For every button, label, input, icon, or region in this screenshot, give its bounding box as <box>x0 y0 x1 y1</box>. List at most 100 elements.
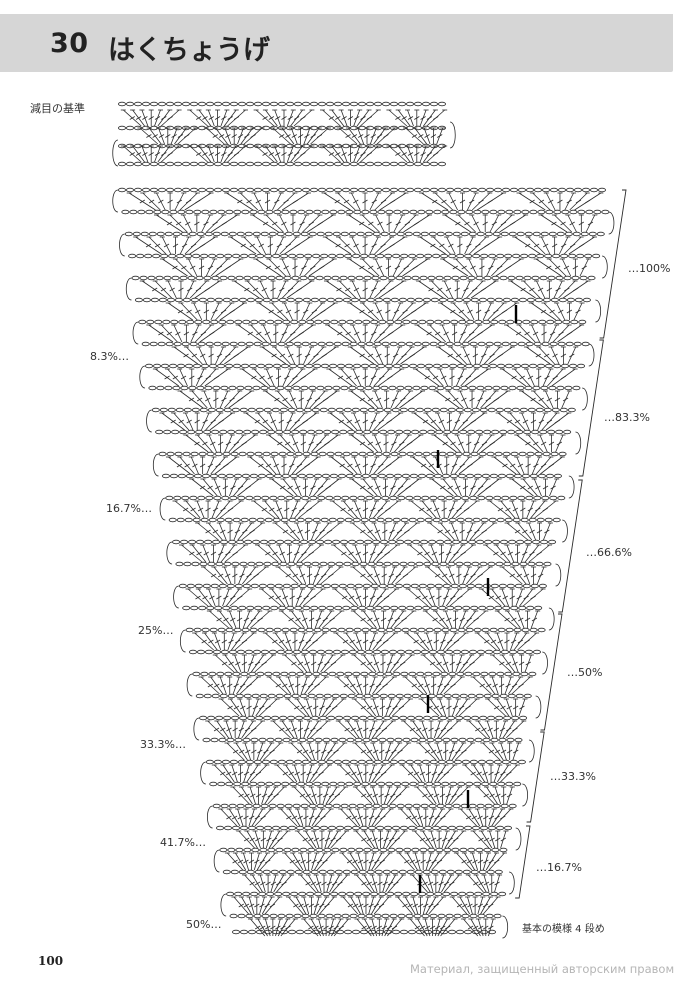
stitch-crossbar <box>380 617 387 622</box>
stitch-crossbar <box>285 727 291 732</box>
stitch-crossbar <box>281 463 287 468</box>
stitch-crossbar <box>360 573 366 578</box>
stitch-crossbar <box>284 375 290 380</box>
chain-stitch <box>343 715 352 721</box>
stitch-crossbar <box>455 749 461 754</box>
stitch-crossbar <box>487 199 493 204</box>
stitch-crossbar <box>172 375 179 380</box>
chain-stitch <box>395 429 404 435</box>
chain-stitch <box>158 451 167 457</box>
chain-row <box>195 693 532 699</box>
stitch-crossbar <box>426 639 433 644</box>
stitch-crossbar <box>238 793 244 798</box>
chain-stitch <box>165 187 174 193</box>
chain-stitch <box>298 583 307 589</box>
stitch-crossbar <box>229 309 235 314</box>
chain-stitch <box>528 517 537 523</box>
chain-stitch <box>576 253 585 259</box>
chain-stitch <box>244 231 253 237</box>
chain-stitch <box>429 759 438 765</box>
chain-stitch <box>543 407 552 413</box>
chain-stitch <box>354 737 363 743</box>
chain-stitch <box>269 187 278 193</box>
chain-stitch <box>394 583 403 589</box>
chain-stitch <box>469 759 478 765</box>
stitch-crossbar <box>166 331 173 336</box>
chain-stitch <box>230 451 239 457</box>
stitch-crossbar <box>309 749 315 754</box>
chain-stitch <box>433 781 442 787</box>
chain-stitch <box>205 759 214 765</box>
chain-stitch <box>410 583 419 589</box>
stitch-crossbar <box>443 595 449 600</box>
stitch-crossbar <box>220 727 226 732</box>
chain-stitch <box>521 363 530 369</box>
chain-stitch <box>208 253 217 259</box>
chain-stitch <box>199 561 208 567</box>
chain-stitch <box>153 209 162 215</box>
chain-stitch <box>510 297 519 303</box>
chain-stitch <box>323 693 332 699</box>
stitch-crossbar <box>278 134 285 138</box>
chain-stitch <box>372 649 381 655</box>
stitch-crossbar <box>544 375 550 380</box>
chain-stitch <box>470 297 479 303</box>
chain-stitch <box>484 385 493 391</box>
turning-chain <box>173 585 179 609</box>
chain-stitch <box>274 737 283 743</box>
stitch-crossbar <box>384 353 390 358</box>
chain-stitch <box>381 495 390 501</box>
chain-stitch <box>524 649 533 655</box>
chain-stitch <box>441 781 450 787</box>
chain-stitch <box>458 737 467 743</box>
stitch-crossbar <box>255 771 262 776</box>
chain-stitch <box>316 385 325 391</box>
chain-stitch <box>399 715 408 721</box>
chain-stitch <box>260 803 269 809</box>
chain-stitch <box>385 781 394 787</box>
stitch-crossbar <box>530 573 537 578</box>
chain-stitch <box>380 803 389 809</box>
chain-stitch <box>552 517 561 523</box>
chain-stitch <box>240 253 249 259</box>
stitch-crossbar <box>274 199 280 204</box>
stitch-crossbar <box>135 152 142 156</box>
chain-stitch <box>397 341 406 347</box>
stitch-crossbar <box>268 309 274 314</box>
chain-stitch <box>185 363 194 369</box>
chain-stitch <box>470 451 479 457</box>
stitch-crossbar <box>458 309 465 314</box>
chain-stitch <box>396 385 405 391</box>
chain-stitch <box>353 473 362 479</box>
chain-stitch <box>225 209 234 215</box>
chain-stitch <box>397 101 406 107</box>
stitch-crossbar <box>335 243 341 248</box>
chain-stitch <box>365 187 374 193</box>
chain-stitch <box>181 161 190 167</box>
chain-stitch <box>506 583 515 589</box>
chain-stitch <box>281 473 290 479</box>
chain-stitch <box>520 517 529 523</box>
chain-stitch <box>469 341 478 347</box>
chain-stitch <box>188 231 197 237</box>
chain-stitch <box>241 363 250 369</box>
stitch-crossbar <box>504 639 510 644</box>
stitch-crossbar <box>436 749 443 754</box>
chain-stitch <box>397 161 406 167</box>
stitch-crossbar <box>395 573 402 578</box>
stitch-crossbar <box>178 287 184 292</box>
chain-stitch <box>425 627 434 633</box>
stitch-crossbar <box>587 221 594 226</box>
stitch-crossbar <box>470 419 477 424</box>
chain-stitch <box>495 407 504 413</box>
chain-stitch <box>393 363 402 369</box>
chain-stitch <box>213 187 222 193</box>
chain-stitch <box>529 473 538 479</box>
chain-stitch <box>216 517 225 523</box>
chain-stitch <box>558 297 567 303</box>
chain-stitch <box>515 429 524 435</box>
chain-stitch <box>474 583 483 589</box>
chain-stitch <box>126 187 135 193</box>
chain-stitch <box>300 649 309 655</box>
chain-stitch <box>326 451 335 457</box>
